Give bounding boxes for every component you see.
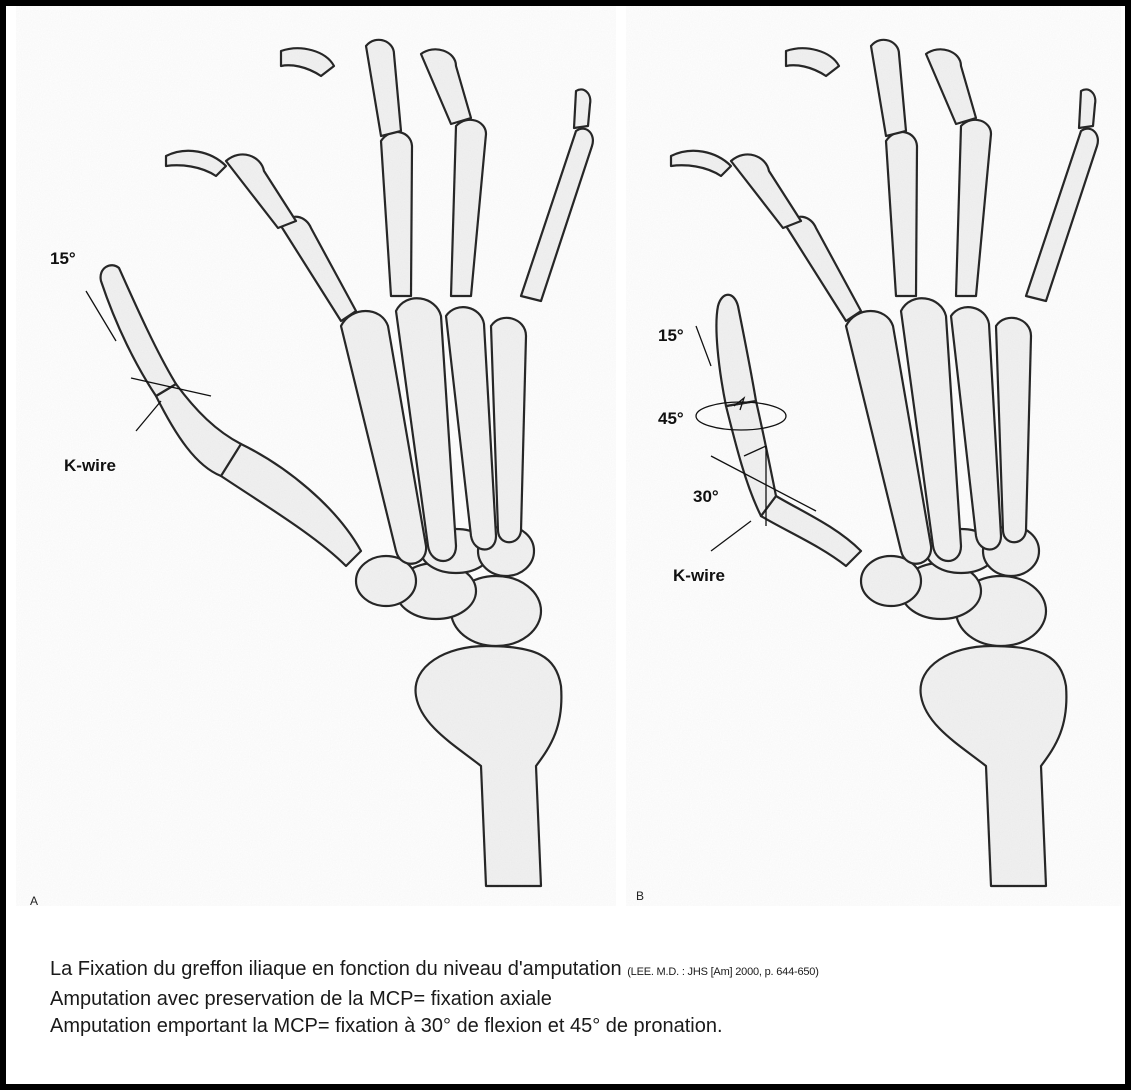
figure-caption: La Fixation du greffon iliaque en foncti… bbox=[50, 956, 1125, 1040]
panel-letter-b: B bbox=[636, 889, 644, 903]
caption-line-3: Amputation emportant la MCP= fixation à … bbox=[50, 1013, 1125, 1040]
hand-skeleton-illustration-b bbox=[626, 6, 1121, 906]
angle-label-15-a: 15° bbox=[50, 249, 76, 269]
caption-title: La Fixation du greffon iliaque en foncti… bbox=[50, 958, 627, 980]
caption-line-1: La Fixation du greffon iliaque en foncti… bbox=[50, 956, 1125, 986]
panel-letter-a: A bbox=[30, 894, 38, 908]
kwire-label-b: K-wire bbox=[673, 566, 725, 586]
angle-label-15-b: 15° bbox=[658, 326, 684, 346]
angle-label-45-b: 45° bbox=[658, 409, 684, 429]
kwire-label-a: K-wire bbox=[64, 456, 116, 476]
caption-line-2: Amputation avec preservation de la MCP= … bbox=[50, 986, 1125, 1013]
angle-label-30-b: 30° bbox=[693, 487, 719, 507]
caption-citation: (LEE. M.D. : JHS [Am] 2000, p. 644-650) bbox=[627, 966, 819, 978]
